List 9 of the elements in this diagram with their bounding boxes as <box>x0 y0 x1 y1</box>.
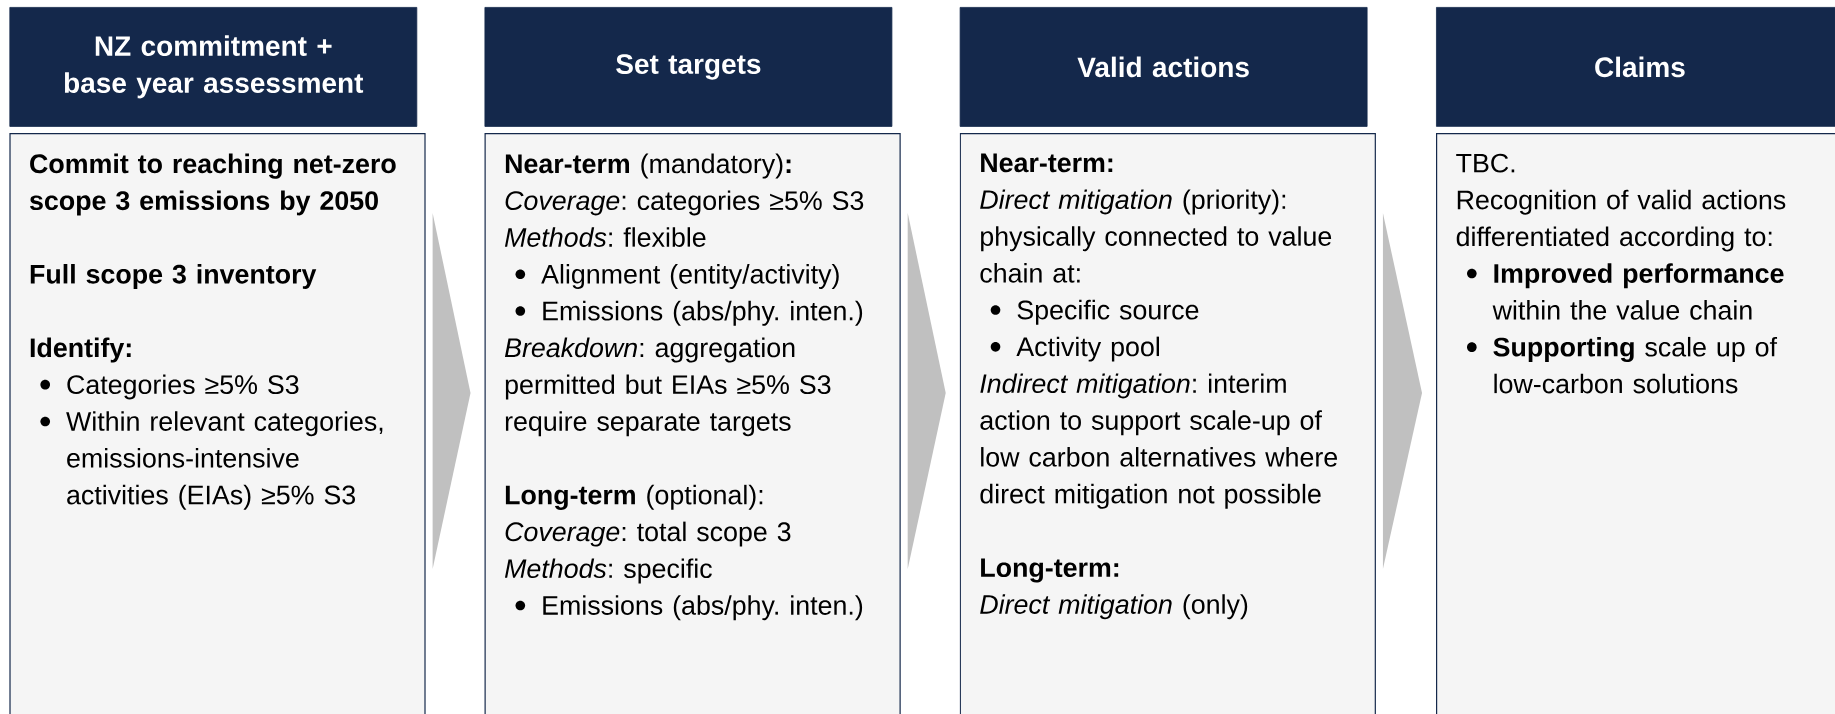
chevron-arrow <box>1382 213 1422 569</box>
text-panel: Near-term: Direct mitigation (priority): physically connected to value chain at: Specific source Activity pool Indirect mitigation: interim action to support scale-up of low carbon alternatives where direct mitigation not possible Long-term: Direct mitigation (only) <box>959 133 1376 714</box>
text-panel: Commit to reaching net-zero scope 3 emissions by 2050 Full scope 3 inventory Identify: Categories ≥5% S3 Within relevant categories, emissions-intensive activities (EIAs) ≥5% S3 <box>9 133 426 714</box>
header-box: Set targets <box>484 7 893 127</box>
text-panel: TBC. Recognition of valid actions differentiated according to: Improved performance within the value chain Supporting scale up of low-carbon solutions <box>1436 133 1835 714</box>
header-box: Valid actions <box>959 7 1368 127</box>
text-panel: Near-term (mandatory): Coverage: categories ≥5% S3 Methods: flexible Alignment (entity/activity) Emissions (abs/phy. inten.) Breakdown: aggregation permitted but EIAs ≥5% S3 require separate targets Long-term (optional): Coverage: total scope 3 Methods: specific Emissions (abs/phy. inten.) <box>484 133 901 714</box>
header-box: NZ commitment + base year assessment <box>9 7 418 127</box>
header-box: Claims <box>1436 7 1835 127</box>
